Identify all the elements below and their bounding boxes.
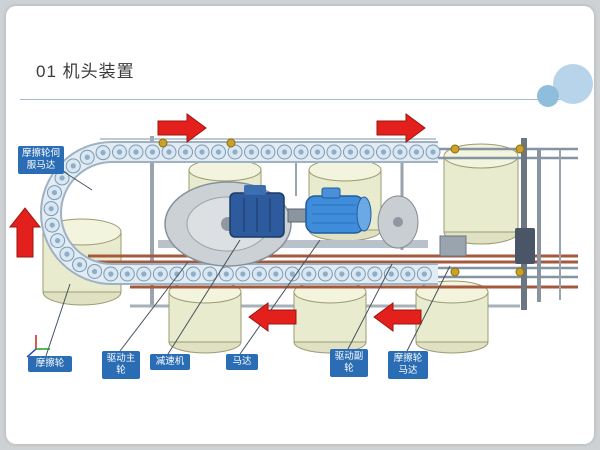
flow-arrow-top-right-icon: [376, 113, 426, 143]
title-divider: [20, 99, 580, 100]
label-drive-sub-wheel: 驱动副轮: [330, 349, 368, 377]
label-servo-motor: 摩擦轮伺服马达: [18, 146, 64, 174]
motor-junction-box: [321, 187, 341, 199]
sub-wheel-hub: [393, 217, 403, 227]
flow-arrow-left-up-icon: [8, 207, 42, 258]
drum-cylinder: [415, 280, 489, 354]
motor-end-cap: [356, 196, 372, 232]
decor-circle-large: [553, 64, 593, 104]
pipes: [88, 254, 578, 289]
label-motor: 马达: [226, 354, 258, 370]
shaft-coupling: [287, 208, 307, 223]
orientation-axes-icon: [26, 335, 50, 358]
drum-cylinder: [293, 280, 367, 354]
label-drive-main-wheel: 驱动主轮: [102, 351, 140, 379]
roller-chain: [43, 144, 441, 282]
flow-arrow-bottom-middle-icon: [248, 302, 297, 332]
label-friction-wheel: 摩擦轮: [28, 356, 72, 372]
gearbox-cap: [244, 185, 266, 195]
brass-fittings: [158, 138, 525, 277]
label-friction-wheel-motor: 摩擦轮马达: [388, 351, 428, 379]
drive-assembly: [158, 181, 467, 267]
friction-wheel-motor-unit: [439, 235, 467, 257]
flow-arrow-bottom-right-icon: [373, 302, 422, 332]
slide-title: 01 机头装置: [36, 62, 135, 81]
flow-arrow-top-left-icon: [157, 113, 207, 143]
decor-circle-small: [537, 85, 559, 107]
base-frame: [158, 240, 428, 248]
label-reducer: 减速机: [150, 354, 190, 370]
end-bracket: [515, 138, 561, 310]
leader-lines: [45, 167, 451, 357]
drum-cylinder: [168, 280, 242, 354]
